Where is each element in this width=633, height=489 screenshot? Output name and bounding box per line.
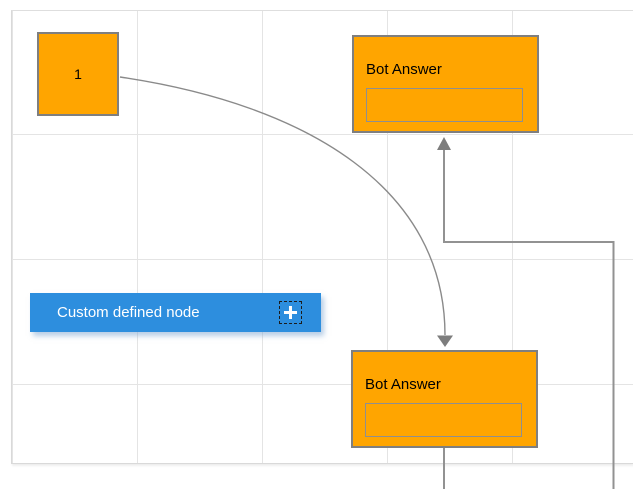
arrowhead-down-icon [437,335,453,347]
node-bot-answer-bottom[interactable]: Bot Answer [351,350,538,448]
node-bot-answer-top[interactable]: Bot Answer [352,35,539,133]
node-start[interactable]: 1 [37,32,119,116]
plus-bar-vertical [289,306,292,319]
node-text-field[interactable] [366,88,523,122]
custom-node-button[interactable]: Custom defined node [30,293,321,332]
node-title: Bot Answer [365,376,441,393]
arrowhead-up-icon [437,137,451,150]
connector-orthogonal[interactable] [443,149,615,489]
node-title: Bot Answer [366,61,442,78]
node-text-field[interactable] [365,403,522,437]
node-start-label: 1 [74,66,82,82]
connector-curved[interactable] [119,76,446,336]
plus-icon[interactable] [279,301,302,324]
custom-node-label: Custom defined node [57,304,200,321]
